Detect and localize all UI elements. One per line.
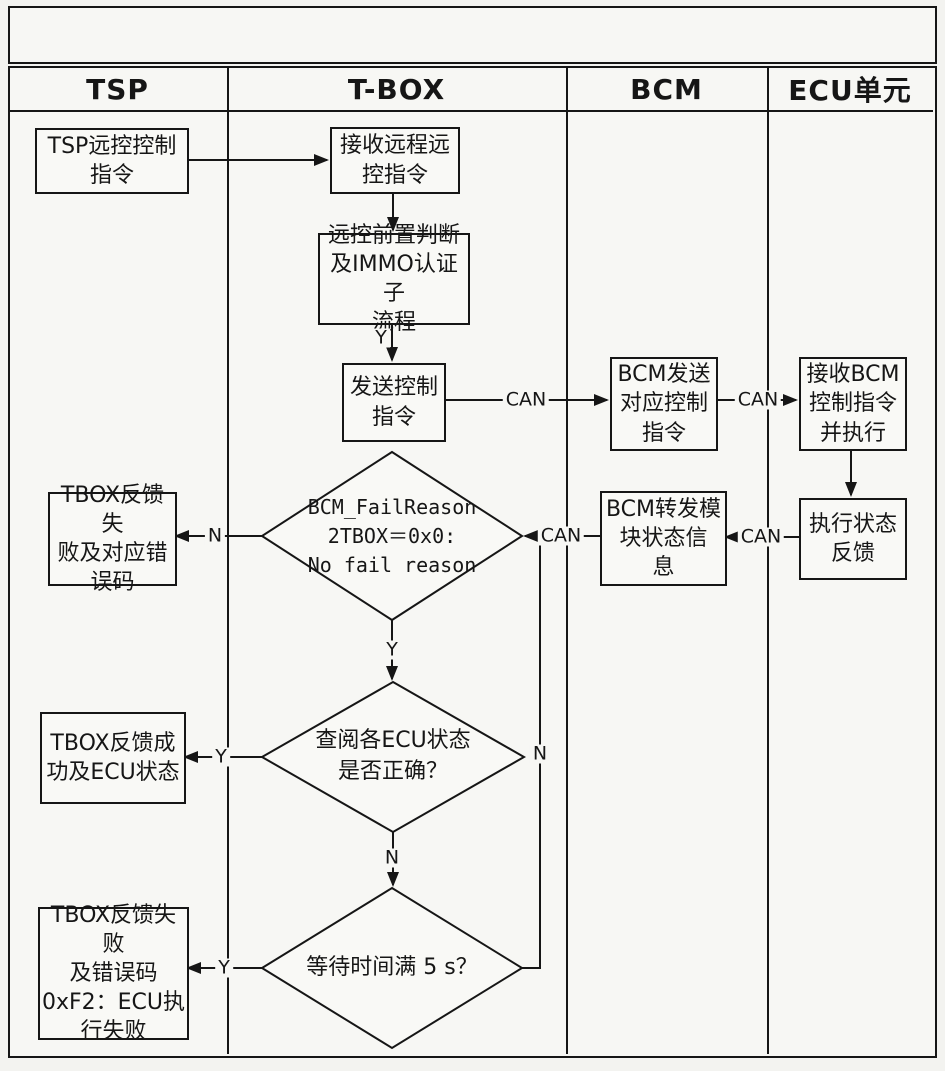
edge-label-wait-no: N bbox=[529, 744, 551, 764]
node-ecu-exec-feedback: 执行状态 反馈 bbox=[799, 498, 907, 580]
lane-header-tbox: T-BOX bbox=[347, 72, 446, 106]
lane-header-bcm: BCM bbox=[630, 72, 703, 106]
node-ecu-receive-execute: 接收BCM 控制指令 并执行 bbox=[799, 357, 907, 451]
header-separator bbox=[8, 110, 933, 112]
node-tsp-remote-cmd: TSP远控控制 指令 bbox=[35, 128, 189, 194]
edge-label-ecu-status-no: N bbox=[381, 848, 403, 868]
node-tbox-success-status: TBOX反馈成 功及ECU状态 bbox=[40, 712, 186, 804]
edge-label-ecu-status-yes: Y bbox=[212, 747, 230, 767]
edge-label-can-tbox-bcm: CAN bbox=[502, 390, 550, 410]
edge-label-fail-reason-no: N bbox=[204, 526, 226, 546]
lane-header-tsp: TSP bbox=[86, 72, 149, 106]
node-precheck-immo: 远控前置判断 及IMMO认证子 流程 bbox=[318, 223, 470, 335]
edge-label-can-bcm-ecu: CAN bbox=[734, 390, 782, 410]
lane-divider-bcm-ecu bbox=[767, 66, 769, 1054]
edge-label-precheck-yes: Y bbox=[372, 328, 390, 348]
decision-fail-reason-text: BCM_FailReason 2TBOX＝0x0: No fail reason bbox=[307, 494, 477, 577]
edge-label-can-bcm-tbox: CAN bbox=[537, 526, 585, 546]
edge-label-can-ecu-bcm: CAN bbox=[737, 527, 785, 547]
diamond-fail-reason bbox=[260, 450, 524, 622]
top-empty-box bbox=[8, 6, 937, 64]
edge-label-fail-reason-yes: Y bbox=[383, 640, 401, 660]
diamond-wait-5s bbox=[260, 886, 524, 1050]
node-bcm-send-cmd: BCM发送 对应控制 指令 bbox=[610, 357, 718, 451]
edge-label-wait-yes: Y bbox=[215, 958, 233, 978]
decision-ecu-status-text: 查阅各ECU状态 是否正确？ bbox=[315, 728, 471, 784]
lane-divider-tsp-tbox bbox=[227, 66, 229, 1054]
node-receive-remote-cmd: 接收远程远 控指令 bbox=[330, 127, 460, 194]
node-tbox-fail-0xf2: TBOX反馈失败 及错误码 0xF2：ECU执 行失败 bbox=[38, 903, 189, 1044]
node-send-control-cmd: 发送控制 指令 bbox=[342, 363, 446, 442]
node-bcm-forward-status: BCM转发模 块状态信 息 bbox=[600, 491, 727, 586]
lane-divider-tbox-bcm bbox=[566, 66, 568, 1054]
lane-header-ecu: ECU单元 bbox=[788, 74, 912, 107]
decision-wait-5s-text: 等待时间满 5 s？ bbox=[306, 954, 478, 980]
node-tbox-fail-errcode: TBOX反馈失 败及对应错 误码 bbox=[48, 483, 177, 595]
diamond-ecu-status bbox=[259, 680, 527, 834]
